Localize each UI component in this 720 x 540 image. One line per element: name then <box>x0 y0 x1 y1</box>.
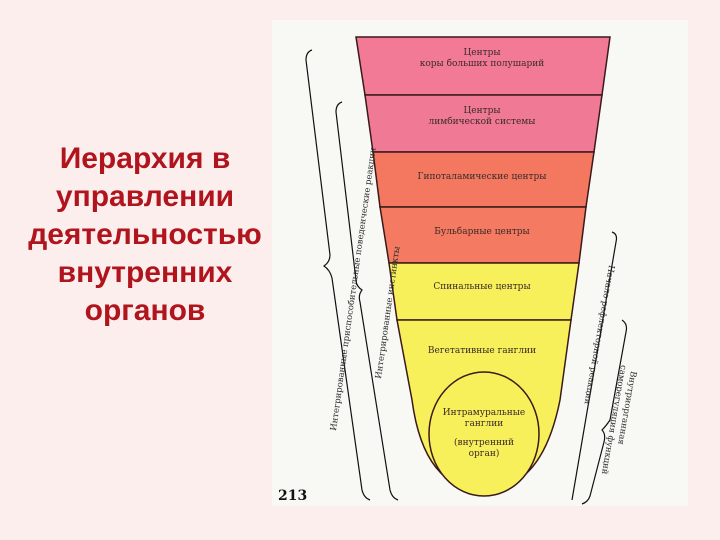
level-label-spinal: Спинальные центры <box>382 282 582 293</box>
label-line: (внутренний <box>454 438 514 448</box>
title-line-1: Иерархия в <box>59 142 231 175</box>
label-line: Центры <box>463 106 501 116</box>
label-line: орган) <box>468 449 500 459</box>
label-line: Бульбарные центры <box>434 227 530 237</box>
left-outer-bracket <box>305 49 371 501</box>
level-label-limbic: Центры лимбической системы <box>382 106 582 128</box>
page-number: 213 <box>278 488 308 504</box>
left-inner-bracket <box>335 101 399 501</box>
level-label-bulbar: Бульбарные центры <box>382 227 582 238</box>
slide-title: Иерархия в управлении деятельностью внут… <box>20 140 270 330</box>
title-line-5: органов <box>84 294 206 327</box>
level-label-hypothalamic: Гипоталамические центры <box>382 172 582 183</box>
level-label-intramural: Интрамуральные ганглии (внутренний орган… <box>422 408 546 460</box>
level-label-vegetative: Вегетативные ганглии <box>382 346 582 357</box>
label-line: Гипоталамические центры <box>417 172 547 182</box>
label-line: Вегетативные ганглии <box>427 346 537 356</box>
title-line-3: деятельностью <box>28 218 262 251</box>
label-line: ганглии <box>464 419 504 429</box>
right-outer-bracket <box>571 231 618 501</box>
label-line: Спинальные центры <box>433 282 531 292</box>
funnel-graphic <box>305 36 628 505</box>
title-line-4: внутренних <box>57 256 233 289</box>
title-line-2: управлении <box>55 180 235 213</box>
level-label-cortex: Центры коры больших полушарий <box>382 48 582 70</box>
label-line: коры больших полушарий <box>419 59 545 69</box>
label-line: Центры <box>463 48 501 58</box>
intramural-circle <box>428 371 540 497</box>
label-line: Интрамуральные <box>442 408 526 418</box>
hierarchy-diagram: Центры коры больших полушарий Центры лим… <box>272 20 688 506</box>
right-inner-bracket <box>581 319 628 505</box>
label-line: лимбической системы <box>428 117 536 127</box>
